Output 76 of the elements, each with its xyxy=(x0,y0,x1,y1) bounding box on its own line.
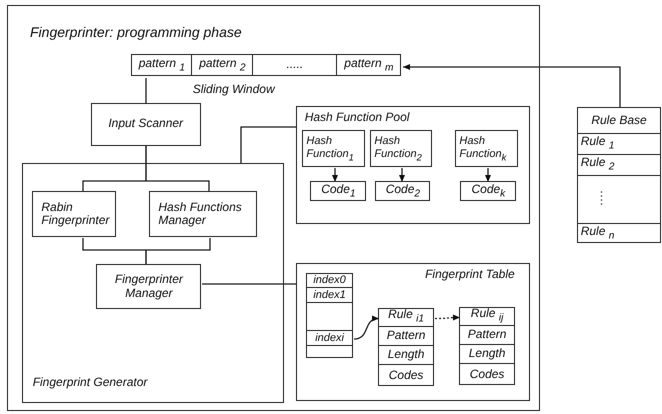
node-label: Length xyxy=(388,348,424,362)
index-cell xyxy=(306,330,354,346)
connector-line xyxy=(145,78,147,103)
process-box xyxy=(32,191,116,238)
node-label: Rabin Fingerprinter xyxy=(41,200,110,228)
record-field xyxy=(378,308,434,328)
node-label: Rule $_{n}$ xyxy=(580,224,614,242)
node-label: Codes xyxy=(388,368,424,382)
node-label: Rule $_{ij}$ xyxy=(470,307,504,325)
node-label: pattern $_{2}$ xyxy=(199,56,246,74)
rule-record xyxy=(378,308,434,386)
connector-line xyxy=(145,146,210,192)
window-caption: Sliding Window xyxy=(192,82,275,96)
table-header: Rule Base xyxy=(578,108,660,134)
connector-line xyxy=(240,126,296,163)
node-label: ..... xyxy=(286,58,304,72)
process-box xyxy=(460,181,516,202)
node-label: Hash Functions Manager xyxy=(158,200,243,228)
frame-title: Hash Function Pool xyxy=(304,110,410,124)
generator-frame xyxy=(22,162,284,403)
process-box xyxy=(90,102,201,146)
sliding-window xyxy=(132,56,403,98)
process-box xyxy=(96,264,202,310)
node-label: Code$_{k}$ xyxy=(471,182,506,200)
connector-line xyxy=(202,283,296,285)
rule-base-table xyxy=(577,107,661,243)
node-label: Length xyxy=(468,347,506,361)
node-label: pattern $_{1}$ xyxy=(138,56,186,74)
window-cell xyxy=(252,54,338,76)
index-array xyxy=(306,273,354,358)
node-label: Code$_{2}$ xyxy=(386,182,420,200)
node-label: indexi xyxy=(315,332,344,344)
window-cell xyxy=(191,54,254,76)
node-label: Rule $_{i1}$ xyxy=(388,308,424,326)
record-field xyxy=(459,345,516,364)
node-label: Rule $_{2}$ xyxy=(580,156,614,174)
arrow xyxy=(403,64,621,107)
arrow xyxy=(485,168,491,182)
index-cell xyxy=(306,288,354,304)
node-label: Fingerprinter Manager xyxy=(114,273,184,301)
arrow xyxy=(354,316,380,340)
node-label: Pattern xyxy=(468,328,506,342)
connector-line xyxy=(145,238,211,265)
node-label: pattern $_{m}$ xyxy=(344,56,394,74)
index-cell xyxy=(306,273,354,288)
node-label: index0 xyxy=(313,274,346,286)
frame-title: Fingerprint Table xyxy=(425,268,515,282)
frame-title: Fingerprint Generator xyxy=(32,376,148,390)
record-field xyxy=(459,307,516,326)
arrow xyxy=(399,168,405,182)
process-box xyxy=(455,130,518,168)
phase-frame xyxy=(7,5,540,411)
process-box xyxy=(302,130,366,168)
frame-title: Fingerprinter: programming phase xyxy=(30,24,242,40)
process-box xyxy=(310,181,366,202)
table-frame xyxy=(296,262,530,401)
node-label: Input Scanner xyxy=(108,117,184,132)
node-label: index1 xyxy=(313,288,346,302)
pool-frame xyxy=(296,106,530,224)
window-cell xyxy=(131,54,192,76)
process-box xyxy=(375,181,430,202)
node-label: Rule $_{1}$ xyxy=(580,134,614,152)
window-cell xyxy=(336,54,402,76)
record-field xyxy=(378,346,434,366)
node-label: Pattern xyxy=(386,329,426,343)
arrow xyxy=(435,314,460,321)
node-label: Codes xyxy=(470,368,504,382)
node-label: Hash Function$_{1}$ xyxy=(306,135,355,163)
arrow xyxy=(332,168,338,182)
node-label: Hash Function$_{k}$ xyxy=(459,135,508,163)
node-label: Hash Function$_{2}$ xyxy=(374,135,423,163)
node-label: Code$_{1}$ xyxy=(321,182,356,200)
rule-row xyxy=(576,154,661,176)
process-box xyxy=(370,130,432,168)
rule-record xyxy=(459,307,516,386)
process-box xyxy=(149,191,258,238)
